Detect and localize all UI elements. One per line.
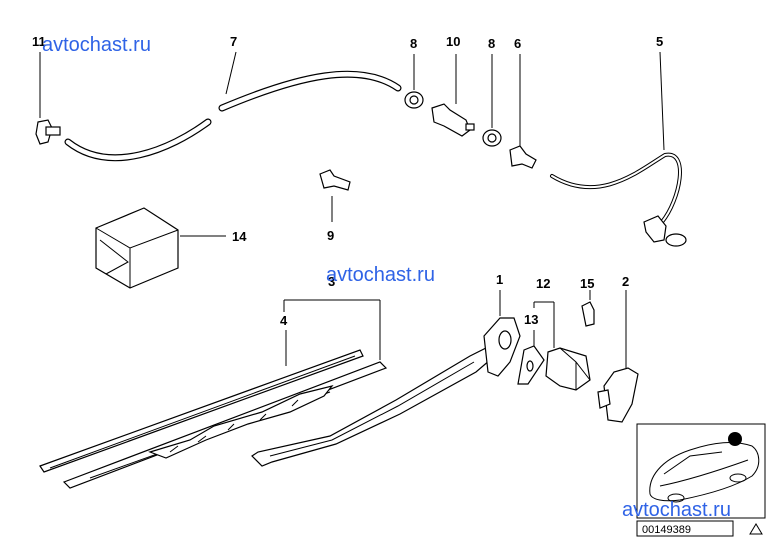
hose-segment-left xyxy=(64,118,212,162)
label-part-14: 14 xyxy=(232,229,247,244)
wiper-refill-part-4 xyxy=(39,349,364,473)
label-part-13: 13 xyxy=(524,312,538,327)
wiper-blade-part-3 xyxy=(62,361,388,489)
label-part-12: 12 xyxy=(536,276,550,291)
watermark-top-left: avtochast.ru xyxy=(42,34,151,56)
label-part-8-left: 8 xyxy=(410,36,417,51)
check-valve-part-10 xyxy=(431,103,475,137)
box-part-14 xyxy=(95,207,179,289)
mount-part-12 xyxy=(545,347,591,391)
label-part-1: 1 xyxy=(496,272,503,287)
connector-part-9 xyxy=(319,169,351,191)
label-part-8-right: 8 xyxy=(488,36,495,51)
clamp-part-8-left xyxy=(404,91,424,109)
label-part-9: 9 xyxy=(327,228,334,243)
bolt-part-15 xyxy=(581,301,595,327)
diagram-code-box: 00149389 xyxy=(636,520,763,537)
clamp-part-8-right xyxy=(482,129,502,147)
label-part-15: 15 xyxy=(580,276,594,291)
label-part-5: 5 xyxy=(656,34,663,49)
leader-lines xyxy=(39,51,665,368)
label-part-4: 4 xyxy=(280,313,288,328)
label-part-7: 7 xyxy=(230,34,237,49)
hose-part-7 xyxy=(218,70,402,112)
hose-part-5 xyxy=(550,152,687,247)
connector-part-6 xyxy=(509,145,537,169)
label-part-11: 11 xyxy=(32,34,46,49)
wiper-arm-part-1 xyxy=(251,317,521,467)
label-part-10: 10 xyxy=(446,34,460,49)
car-location-inset xyxy=(636,423,766,519)
watermark-center: avtochast.ru xyxy=(326,264,435,286)
label-part-2: 2 xyxy=(622,274,629,289)
label-part-3: 3 xyxy=(328,274,335,289)
gasket-part-13 xyxy=(517,345,545,385)
hose-part-11 xyxy=(35,119,61,145)
diagram-code: 00149389 xyxy=(642,524,691,536)
label-part-6: 6 xyxy=(514,36,521,51)
watermark-bottom-right: avtochast.ru xyxy=(622,499,731,521)
cover-cap-part-2 xyxy=(597,367,639,423)
